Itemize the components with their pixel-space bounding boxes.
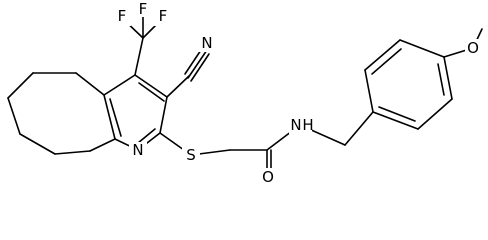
ether-oxygen-label: O: [467, 39, 479, 57]
bond-aryl-2: [364, 39, 401, 71]
bond-aryl-4: [443, 56, 453, 100]
bond-aryl-1: [364, 69, 374, 113]
bond-aryl-double-3: [378, 106, 416, 122]
bond-ring-double-c4-c3: [138, 82, 165, 102]
bond-aryl-5: [417, 98, 453, 130]
bond-seven-6: [54, 150, 91, 155]
bond-ring-c3-c2: [159, 96, 168, 134]
bond-nitrile-triple-3: [190, 53, 210, 82]
amide-nitrogen-label: N: [290, 116, 301, 134]
pyridine-nitrogen-label: N: [132, 141, 143, 159]
nitrile-nitrogen-label: N: [201, 34, 212, 52]
atom-labels: F F F N N S O N H O: [113, 0, 482, 186]
bond-nitrile-c: [166, 75, 190, 98]
bond-aryl-6: [372, 111, 419, 130]
bond-seven-4: [7, 97, 21, 135]
bond-seven-7: [89, 138, 116, 152]
fluorine-1-label: F: [118, 7, 127, 25]
bond-seven-5: [19, 133, 56, 155]
amide-hydrogen-label: H: [302, 116, 313, 134]
bond-aryl-3: [399, 39, 445, 58]
bond-cf3-ring: [134, 37, 144, 76]
bond-aryl-double-1: [371, 48, 402, 75]
chemical-structure-diagram: F F F N N S O N H O: [7, 0, 483, 186]
bond-aryl-double-2: [437, 63, 445, 96]
bond-ring-c9a-c4a: [103, 94, 116, 140]
bond-ring-double-c9a-c4a: [109, 98, 122, 137]
bond-ring-c4a-c4: [103, 74, 136, 96]
bond-lines: [7, 15, 483, 173]
bond-seven-1: [75, 72, 105, 96]
fluorine-2-label: F: [139, 0, 148, 18]
carbonyl-oxygen-label: O: [262, 168, 274, 186]
bond-ring-double-c2-n: [137, 128, 156, 144]
bond-ch2-aryl: [344, 111, 374, 146]
bond-nitrile-triple-1: [187, 49, 208, 79]
bond-ring-c4-c3: [134, 74, 168, 98]
fluorine-3-label: F: [159, 7, 168, 25]
sulfur-label: S: [186, 146, 196, 164]
bond-seven-3: [7, 72, 34, 99]
